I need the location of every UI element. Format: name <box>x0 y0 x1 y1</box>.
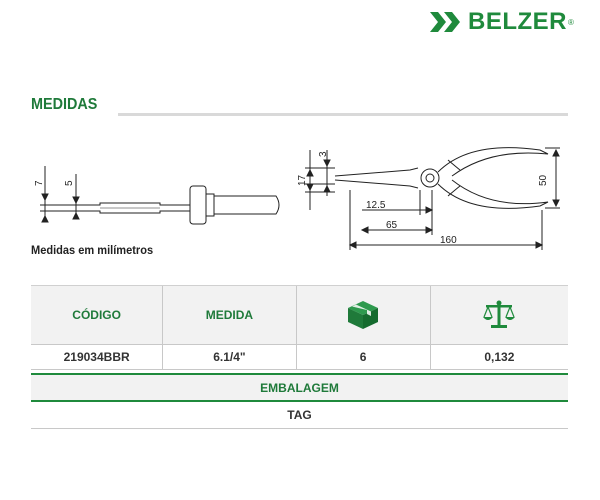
dim-label-65: 65 <box>386 220 398 231</box>
side-view-drawing <box>40 166 280 225</box>
technical-drawing: 7 5 3 17 12. <box>34 147 560 250</box>
chevron-logo-icon <box>430 12 460 32</box>
dim-label-160: 160 <box>440 235 457 246</box>
cell-code: 219034BBR <box>31 345 164 369</box>
table-header-row: CÓDIGO MEDIDA <box>31 285 568 344</box>
header-size: MEDIDA <box>163 286 297 344</box>
dim-label-5: 5 <box>64 180 75 186</box>
box-icon <box>348 301 379 329</box>
cell-quantity: 6 <box>297 345 431 369</box>
header-quantity <box>297 286 431 344</box>
scale-icon <box>483 300 516 328</box>
header-code: CÓDIGO <box>31 286 164 344</box>
packaging-value-text: TAG <box>287 408 312 422</box>
dim-label-12-5: 12.5 <box>366 200 386 211</box>
cell-weight: 0,132 <box>484 350 515 364</box>
brand-logo: BELZER ® <box>428 8 593 36</box>
header-weight <box>431 286 568 344</box>
packaging-value: TAG <box>31 402 568 429</box>
cell-size: 6.1/4" <box>163 345 297 369</box>
dim-label-3: 3 <box>318 151 329 157</box>
section-divider <box>118 113 568 116</box>
table-row: 219034BBR 6.1/4" 6 0,132 <box>31 344 568 370</box>
top-view-drawing <box>305 147 560 250</box>
dim-label-17: 17 <box>297 174 308 186</box>
dim-label-50: 50 <box>538 174 549 186</box>
drawing-caption: Medidas em milímetros <box>31 243 154 257</box>
packaging-header: EMBALAGEM <box>31 373 568 402</box>
brand-registered-mark: ® <box>568 17 574 27</box>
section-title: MEDIDAS <box>31 96 98 113</box>
dim-label-7: 7 <box>34 180 45 186</box>
brand-name: BELZER <box>468 8 567 35</box>
product-table: CÓDIGO MEDIDA <box>31 285 568 429</box>
